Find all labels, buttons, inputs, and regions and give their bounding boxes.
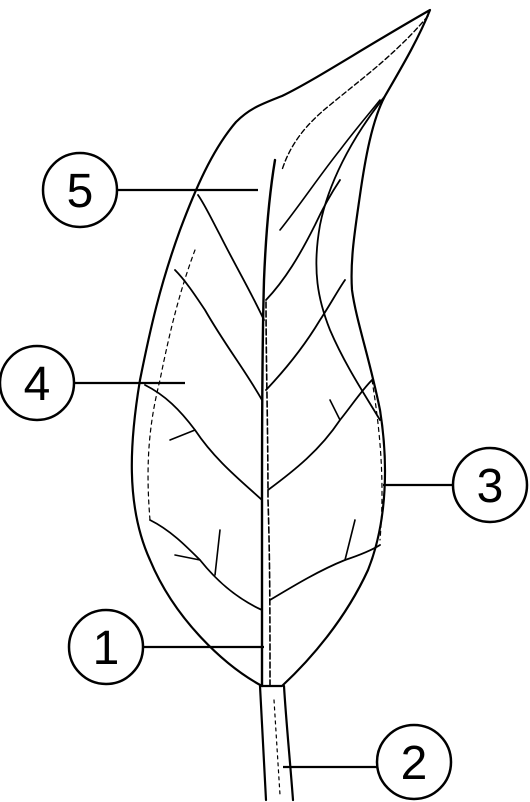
callout-1: 1 (67, 608, 264, 686)
veins (144, 99, 383, 688)
callout-2-label: 2 (401, 737, 428, 790)
callout-3: 3 (383, 446, 529, 524)
callout-5-label: 5 (67, 165, 94, 218)
callout-3-label: 3 (477, 460, 504, 513)
leaf-blade (130, 8, 432, 688)
callout-5: 5 (41, 151, 258, 229)
callout-2: 2 (283, 723, 453, 801)
callout-1-label: 1 (93, 622, 120, 675)
callout-4-label: 4 (24, 358, 51, 411)
petiole (258, 684, 295, 802)
callout-4: 4 (0, 344, 185, 422)
